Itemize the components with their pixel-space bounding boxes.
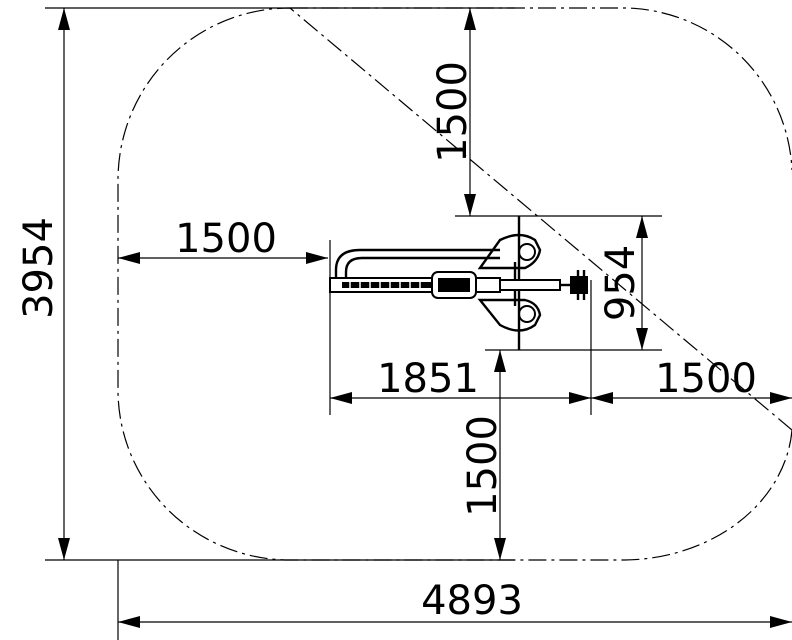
left-clearance-dimension: 1500 [118, 216, 328, 264]
equipment-width-label: 954 [598, 245, 644, 321]
overall-width-label: 4893 [421, 578, 523, 624]
bottom-clearance-dimension: 1500 [460, 350, 506, 560]
bottom-clearance-label: 1500 [460, 415, 506, 517]
equipment-top-view [329, 216, 588, 350]
overall-height-label: 3954 [16, 217, 62, 319]
right-clearance-label: 1500 [655, 356, 757, 402]
left-clearance-label: 1500 [175, 216, 277, 262]
overall-width-dimension: 4893 [117, 560, 792, 640]
top-clearance-label: 1500 [430, 61, 476, 163]
equipment-width-dimension: 954 [455, 215, 662, 351]
safety-zone-outline [117, 7, 792, 561]
right-clearance-dimension: 1500 [591, 356, 792, 404]
overall-height-dimension: 3954 [16, 7, 515, 561]
equipment-length-dimension: 1851 [329, 240, 592, 415]
equipment-length-label: 1851 [377, 356, 479, 402]
top-clearance-dimension: 1500 [430, 8, 476, 216]
